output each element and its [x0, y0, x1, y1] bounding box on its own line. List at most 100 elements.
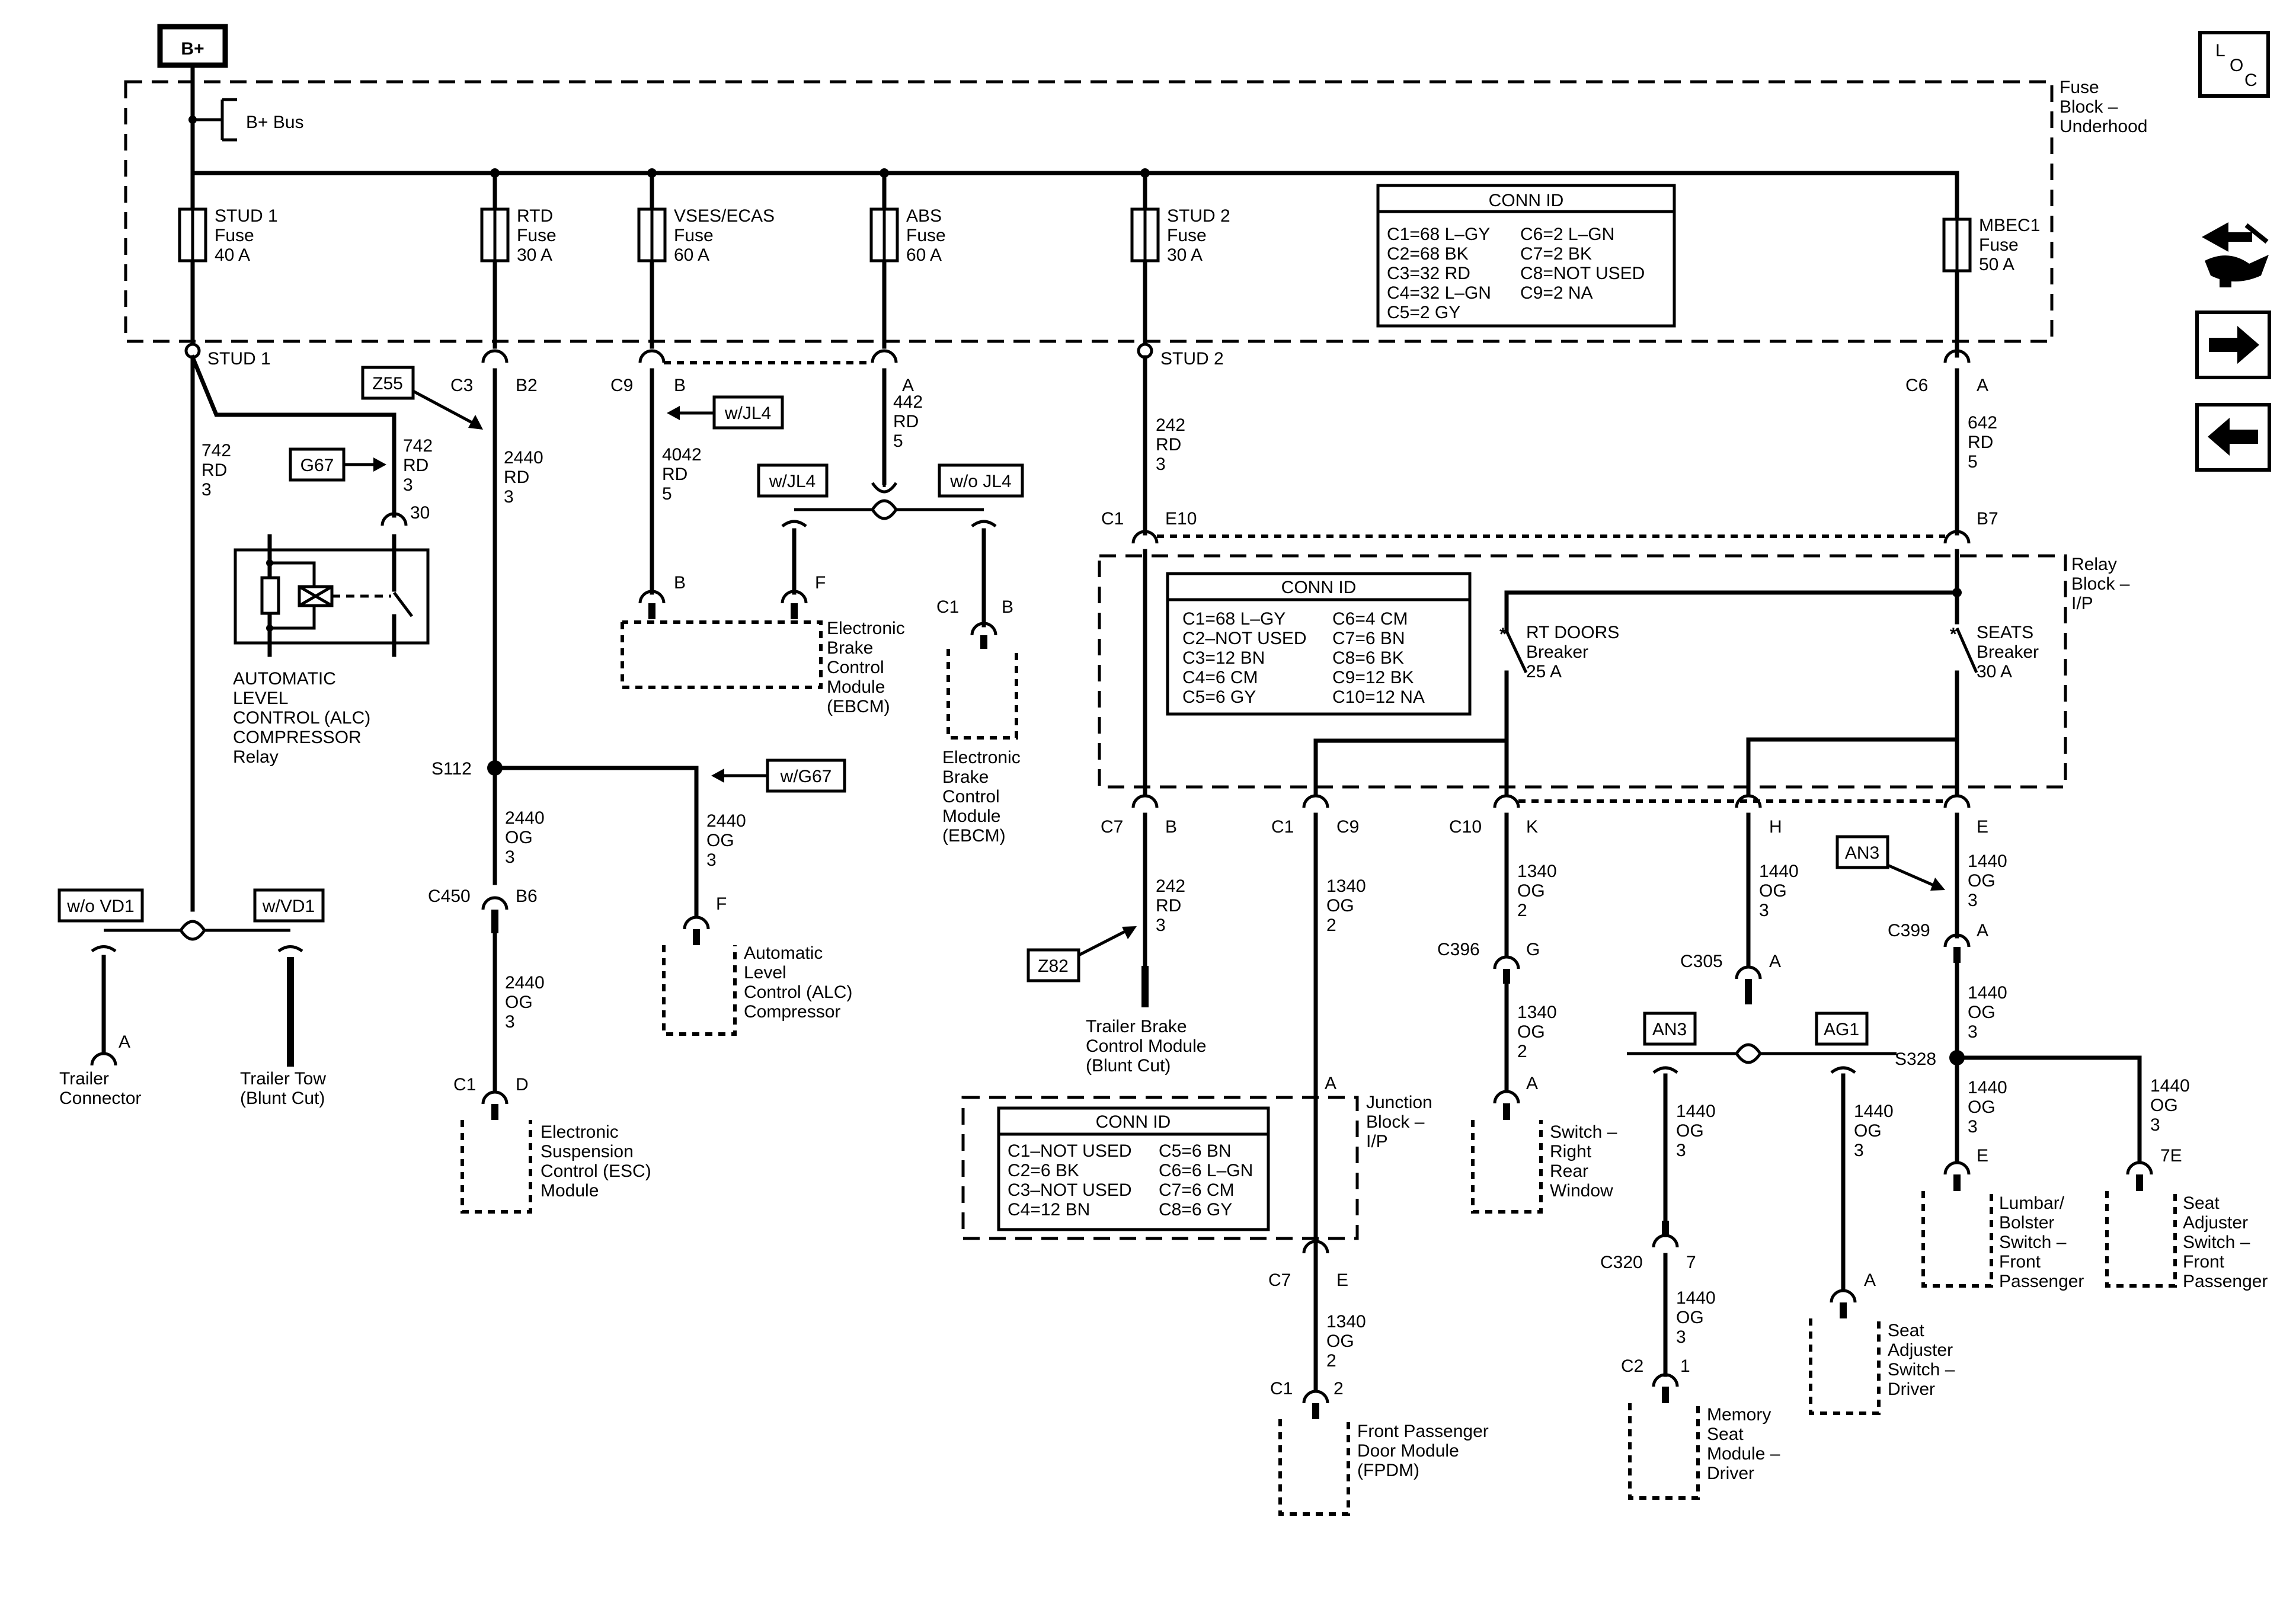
- conn-id-table-junction-block: CONN ID C1–NOT USED C2=6 BK C3–NOT USED …: [997, 1106, 1270, 1231]
- wire-label-1440-f: 1440 OG 3: [1968, 1078, 2007, 1137]
- jl4-option-split-top: [871, 482, 898, 494]
- svg-text:3: 3: [1676, 1327, 1686, 1347]
- svg-text:OG: OG: [1517, 1022, 1545, 1042]
- svg-text:2440: 2440: [505, 973, 545, 993]
- connector-c6-a-label: A: [1977, 376, 1988, 395]
- svg-text:40 A: 40 A: [215, 245, 250, 265]
- wire-label-2440-og-c: 2440 OG 3: [505, 973, 545, 1032]
- next-page-icon[interactable]: [2195, 311, 2271, 379]
- connector-fpdm: [1302, 1390, 1329, 1404]
- connector-c450-label: C450: [428, 886, 471, 906]
- svg-text:Control (ESC): Control (ESC): [541, 1161, 651, 1181]
- connector-ebcm-f: [781, 590, 808, 604]
- connector-c7b-label: C7: [1268, 1270, 1291, 1290]
- svg-text:3: 3: [202, 480, 212, 500]
- connector-c399-label: C399: [1888, 921, 1930, 940]
- svg-text:Fuse: Fuse: [517, 226, 557, 245]
- svg-text:C5=2 GY: C5=2 GY: [1387, 303, 1460, 322]
- svg-text:RTD: RTD: [517, 206, 553, 226]
- svg-text:1440: 1440: [1854, 1102, 1894, 1121]
- svg-text:I/P: I/P: [1366, 1132, 1388, 1151]
- ebcm-box-a: [621, 620, 823, 689]
- svg-text:Junction: Junction: [1366, 1093, 1432, 1112]
- svg-text:Switch –: Switch –: [1550, 1122, 1617, 1142]
- svg-text:RD: RD: [1968, 433, 1993, 452]
- fuse-abs: ABS Fuse 60 A: [869, 171, 946, 349]
- loc-icon[interactable]: L O C: [2198, 31, 2270, 98]
- connector-b7-label: B7: [1977, 509, 1998, 529]
- svg-text:1440: 1440: [1759, 862, 1799, 881]
- wire-label-1440-d: 1440 OG 3: [1676, 1102, 1716, 1160]
- connector-e: [1943, 794, 1971, 808]
- svg-text:Adjuster: Adjuster: [2183, 1213, 2248, 1233]
- svg-text:2: 2: [1326, 916, 1336, 935]
- connector-e-label: E: [1977, 817, 1988, 837]
- svg-text:Suspension: Suspension: [541, 1142, 634, 1161]
- wire-label-1440-a: 1440 OG 3: [1759, 862, 1799, 920]
- svg-text:50 A: 50 A: [1979, 255, 2014, 274]
- svg-text:1440: 1440: [2150, 1076, 2190, 1096]
- svg-text:5: 5: [893, 431, 903, 451]
- relay-block-name: Relay Block – I/P: [2071, 555, 2130, 613]
- svg-text:OG: OG: [2150, 1096, 2178, 1115]
- svg-text:C1=68 L–GY: C1=68 L–GY: [1387, 225, 1490, 244]
- svg-text:(EBCM): (EBCM): [827, 697, 890, 716]
- svg-text:Block –: Block –: [1366, 1112, 1425, 1132]
- svg-text:C2=68 BK: C2=68 BK: [1387, 244, 1469, 264]
- svg-text:1440: 1440: [1968, 852, 2007, 871]
- svg-text:OG: OG: [1676, 1308, 1704, 1327]
- connector-lumbar: [1943, 1161, 1971, 1175]
- svg-text:CONN ID: CONN ID: [1489, 191, 1564, 210]
- svg-text:Control: Control: [942, 787, 1000, 806]
- svg-text:Module: Module: [827, 677, 885, 697]
- wire-rt-doors-to-c9: [1313, 738, 1509, 796]
- alc-relay-label: AUTOMATIC LEVEL CONTROL (ALC) COMPRESSOR…: [233, 669, 370, 767]
- svg-text:VSES/ECAS: VSES/ECAS: [674, 206, 775, 226]
- svg-text:Module: Module: [541, 1181, 599, 1201]
- wire-s328-to-seat-adjuster-pass: [1955, 1055, 2142, 1164]
- splice-s112-label: S112: [431, 759, 472, 779]
- wire-label-2440-og-b: 2440 OG 3: [706, 811, 746, 870]
- svg-text:C8=6 GY: C8=6 GY: [1159, 1200, 1232, 1219]
- option-ag1: AG1: [1815, 1012, 1869, 1046]
- wire-label-1440-e: 1440 OG 3: [1854, 1102, 1894, 1160]
- svg-text:3: 3: [1968, 1022, 1978, 1042]
- svg-text:Fuse: Fuse: [2060, 78, 2099, 97]
- svg-text:OG: OG: [1968, 1003, 1996, 1022]
- connector-alc-compressor: [683, 916, 710, 930]
- svg-text:1440: 1440: [1676, 1288, 1716, 1308]
- wire-label-1440-h: 1440 OG 3: [2150, 1076, 2190, 1135]
- svg-text:C10=12 NA: C10=12 NA: [1332, 687, 1425, 707]
- previous-page-icon[interactable]: [2195, 403, 2271, 472]
- connector-c399-a-label: A: [1977, 921, 1988, 940]
- conn-id-table-relay-block: CONN ID C1=68 L–GY C2–NOT USED C3=12 BN …: [1166, 572, 1472, 716]
- option-wo-vd1: w/o VD1: [57, 888, 144, 923]
- ebcm-box-b: [946, 649, 1018, 740]
- breaker-rt-doors: * RT DOORS Breaker 25 A: [1499, 623, 1619, 743]
- svg-text:OG: OG: [505, 828, 533, 847]
- connector-memory-seat-1: 1: [1680, 1356, 1690, 1376]
- connector-c396-label: C396: [1437, 940, 1480, 959]
- svg-text:Fuse: Fuse: [215, 226, 254, 245]
- svg-text:COMPRESSOR: COMPRESSOR: [233, 728, 362, 747]
- svg-text:30 A: 30 A: [1977, 662, 2012, 681]
- connector-lumbar-a: E: [1977, 1146, 1988, 1166]
- svg-text:RD: RD: [893, 412, 919, 431]
- svg-text:OG: OG: [706, 831, 734, 850]
- connector-esc: [481, 1090, 509, 1105]
- svg-text:RD: RD: [1156, 896, 1181, 916]
- stud1-label: STUD 1: [207, 349, 271, 369]
- trailer-connector-label: Trailer Connector: [59, 1069, 141, 1108]
- an3-ag1-option-breaks: [1652, 1066, 1856, 1074]
- svg-text:Door Module: Door Module: [1357, 1441, 1459, 1461]
- option-w-jl4-a: w/JL4: [667, 395, 784, 430]
- svg-text:Seat: Seat: [1888, 1321, 1924, 1340]
- wire-label-242-b: 242 RD 3: [1156, 876, 1185, 935]
- symbols-icon[interactable]: [2196, 219, 2273, 290]
- alc-compressor-box: [662, 945, 737, 1036]
- wire-label-1340-c: 1340 OG 2: [1517, 1003, 1557, 1061]
- option-w-vd1: w/VD1: [253, 888, 325, 923]
- svg-text:1440: 1440: [1968, 983, 2007, 1003]
- connector-abs-a: [871, 349, 898, 363]
